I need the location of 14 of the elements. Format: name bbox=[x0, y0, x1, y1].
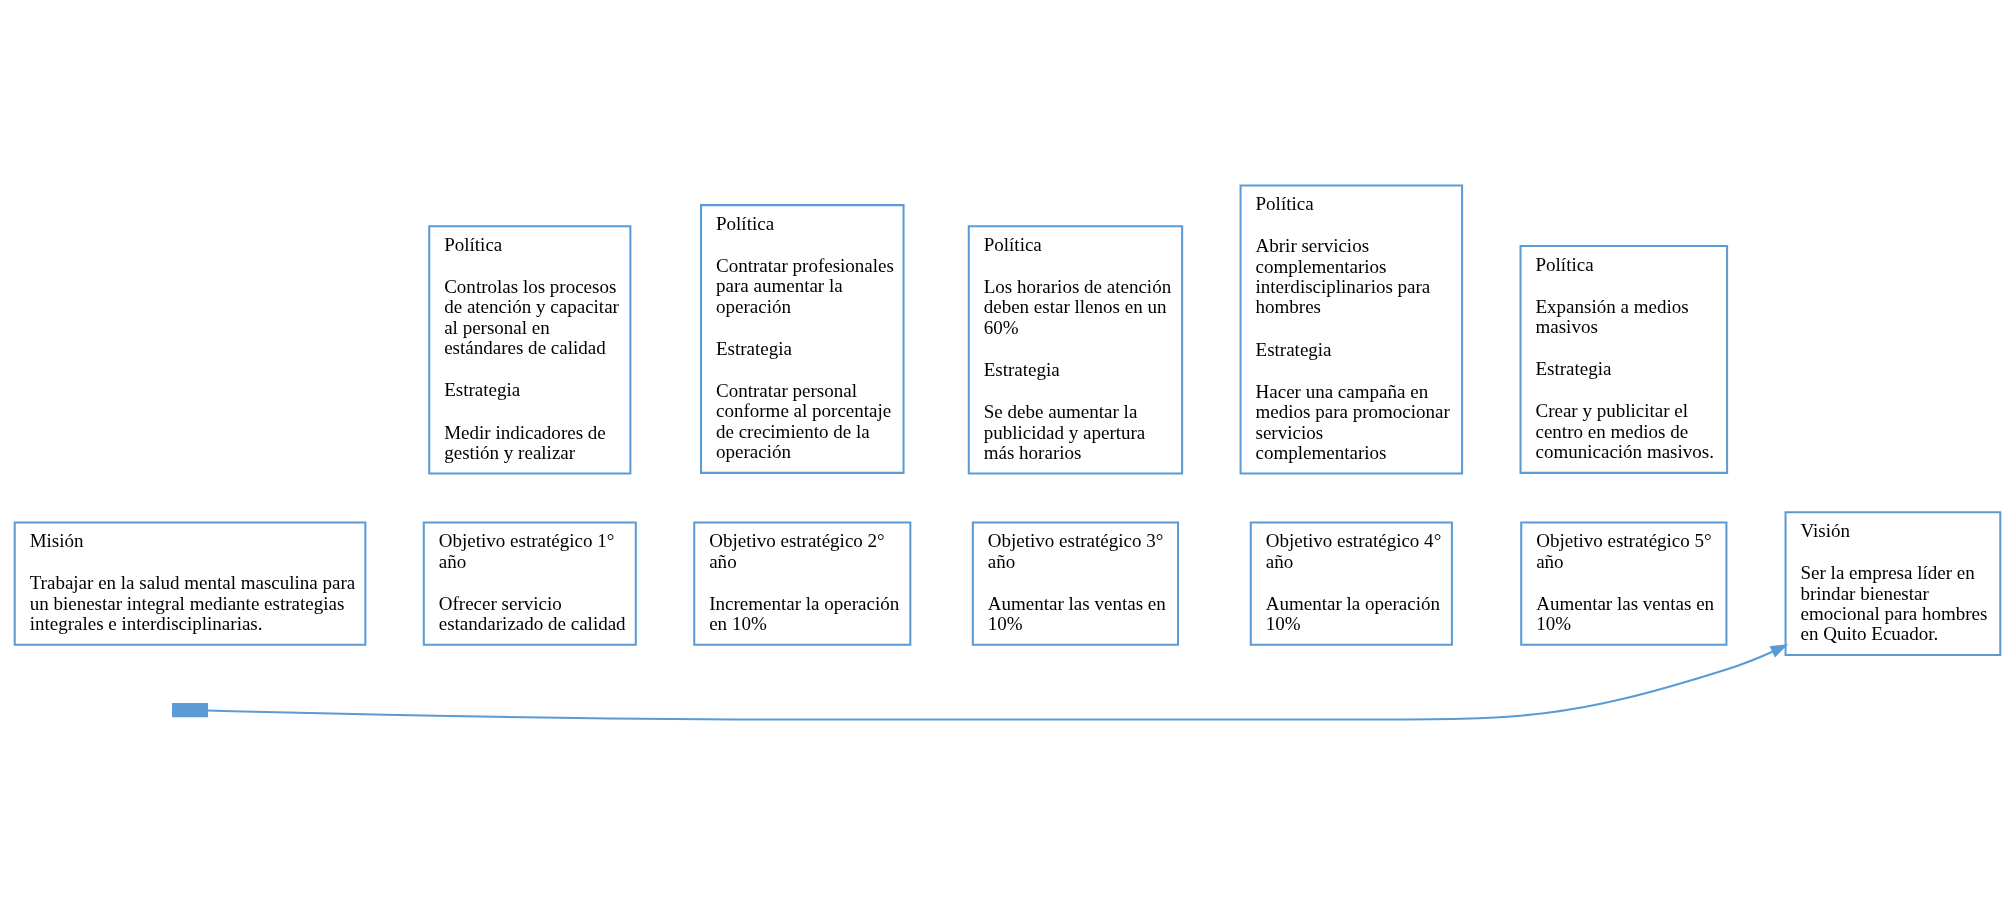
node-box: Objetivo estratégico 1° año Ofrecer servicio estandarizado de calidad bbox=[422, 520, 637, 646]
node-box: Objetivo estratégico 3° año Aumentar las ventas en 10% bbox=[971, 520, 1180, 646]
node-box: Política Abrir servicios complementarios interdisciplinarios para hombres Estrategia Hacer una campaña en medios para promocionar servicios complementarios bbox=[1239, 183, 1464, 475]
node-box: Visión Ser la empresa líder en brindar bienestar emocional para hombres en Quito Ecuador. bbox=[1784, 510, 2002, 656]
node-box: Política Contratar profesionales para aumentar la operación Estrategia Contratar personal conforme al porcentaje de crecimiento de la operación bbox=[700, 203, 905, 474]
node-box: Objetivo estratégico 2° año Incrementar la operación en 10% bbox=[693, 520, 912, 646]
node-box: Objetivo estratégico 4° año Aumentar la operación 10% bbox=[1249, 520, 1453, 646]
node-box: Política Los horarios de atención deben estar llenos en un 60% Estrategia Se debe aumentar la publicidad y apertura más horarios bbox=[967, 224, 1184, 475]
node-box: Política Controlas los procesos de atención y capacitar al personal en estándares de calidad Estrategia Medir indicadores de gestión y realizar bbox=[428, 224, 632, 475]
arrow bbox=[207, 643, 1789, 721]
node-box: Política Expansión a medios masivos Estrategia Crear y publicitar el centro en medios de comunicación masivos. bbox=[1519, 244, 1729, 474]
node-box: Misión Trabajar en la salud mental masculina para un bienestar integral mediante estrategias integrales e interdisciplinarias. bbox=[13, 520, 367, 646]
node-box: Objetivo estratégico 5° año Aumentar las ventas en 10% bbox=[1520, 520, 1728, 646]
node-box bbox=[172, 702, 209, 717]
